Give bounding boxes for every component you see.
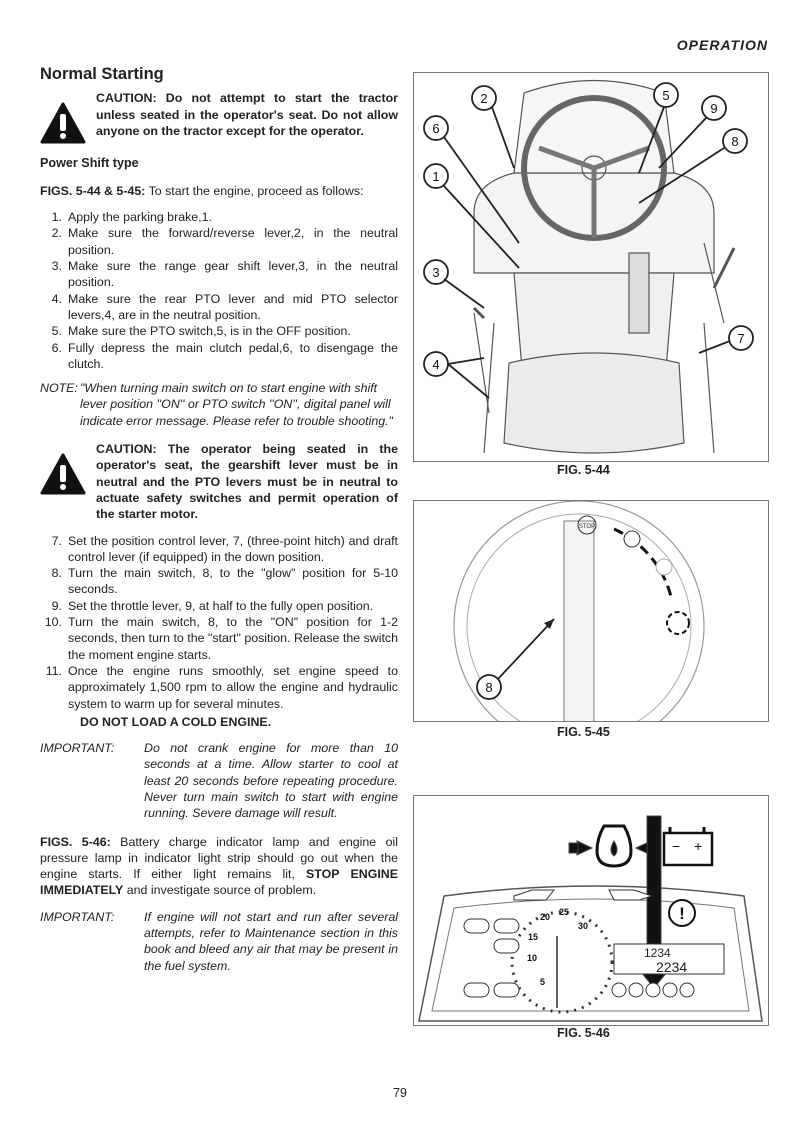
step-text: Turn the main switch, 8, to the "ON" pos… <box>68 615 398 662</box>
figure-ref: FIGS. 5-46: <box>40 834 111 849</box>
step-text: Set the position control lever, 7, (thre… <box>68 533 398 564</box>
warning-lamp-icon <box>668 899 696 927</box>
display-top-value: 1234 <box>644 946 671 960</box>
svg-text:−: − <box>672 838 680 854</box>
callout-6: 6 <box>432 121 439 136</box>
step-number: 4. <box>51 291 62 306</box>
step-text: Make sure the forward/reverse lever,2, i… <box>68 226 398 257</box>
arrow-icon <box>576 840 594 856</box>
callout-8: 8 <box>731 134 738 149</box>
step-text: Make sure the range gear shift lever,3, … <box>68 259 398 290</box>
list-item: 2. Make sure the forward/reverse lever,2,… <box>40 225 398 258</box>
caution-block-1: CAUTION: Do not attempt to start the tra… <box>40 90 398 148</box>
list-item: 7. Set the position control lever, 7, (th… <box>40 533 398 566</box>
list-item: 3. Make sure the range gear shift lever,3… <box>40 258 398 291</box>
stop-mark: STOP <box>579 524 595 530</box>
steps-list-a: 1. Apply the parking brake,1. 2. Make sure… <box>40 209 398 372</box>
step-text: Make sure the rear PTO lever and mid PTO… <box>68 291 398 322</box>
callout-4: 4 <box>432 357 439 372</box>
step-number: 7. <box>51 533 62 548</box>
step-number: 11. <box>45 663 62 678</box>
important-text: If engine will not start and run after s… <box>144 909 398 973</box>
start-icon <box>655 558 673 576</box>
warning-lamp-text: ! <box>679 904 685 923</box>
list-item: 11. Once the engine runs smoothly, set en… <box>40 663 398 712</box>
figure-5-46-instrument-panel: +− ! 5 10 15 20 25 30 1234 2234 <box>413 795 769 1026</box>
page-title: Normal Starting <box>40 65 164 83</box>
glow-icon <box>623 530 641 548</box>
step-number: 1. <box>51 210 62 225</box>
step-number: 8. <box>51 566 62 581</box>
list-item: 5. Make sure the PTO switch,5, is in the … <box>40 323 398 339</box>
gauge-tick-label: 20 <box>540 912 550 922</box>
important-block-1: IMPORTANT: Do not crank engine for more t… <box>40 740 398 821</box>
gauge-tick-label: 25 <box>559 907 569 917</box>
gauge-tick-label: 10 <box>527 953 537 963</box>
paragraph-text: and investigate source of problem. <box>123 883 317 898</box>
battery-icon <box>662 831 714 867</box>
list-item: 6. Fully depress the main clutch pedal,6,… <box>40 340 398 373</box>
important-text: Do not crank engine for more than 10 sec… <box>144 741 398 821</box>
subtitle: Power Shift type <box>40 155 139 170</box>
important-label: IMPORTANT: <box>40 909 115 924</box>
list-item: 4. Make sure the rear PTO lever and mid P… <box>40 291 398 324</box>
caution-text: CAUTION: The operator being seated in th… <box>96 442 398 522</box>
step-number: 6. <box>51 340 62 355</box>
step-text: Turn the main switch, 8, to the "glow" p… <box>68 566 398 597</box>
gauge-tick-label: 15 <box>528 932 538 942</box>
intro-text: To start the engine, proceed as follows: <box>145 183 364 198</box>
step-number: 3. <box>51 259 62 274</box>
digital-display <box>613 943 725 975</box>
section-header: OPERATION <box>676 37 768 53</box>
text-column: Normal Starting CAUTION: Do not attempt … <box>40 66 398 986</box>
cold-engine-warning: DO NOT LOAD A COLD ENGINE. <box>80 714 272 729</box>
callout-1: 1 <box>432 169 439 184</box>
step-text: Fully depress the main clutch pedal,6, t… <box>68 340 398 371</box>
list-item: 8. Turn the main switch, 8, to the "glow"… <box>40 565 398 598</box>
paragraph-text: Battery charge indicator lamp and engine… <box>40 834 398 882</box>
warning-icon <box>40 441 88 522</box>
note-label: NOTE: <box>40 381 78 396</box>
step-text: Set the throttle lever, 9, at half to th… <box>68 598 374 613</box>
step-text: Apply the parking brake,1. <box>68 210 212 225</box>
callout-8: 8 <box>485 680 492 695</box>
figure-label-5-45: FIG. 5-45 <box>557 725 610 739</box>
step-number: 10. <box>44 615 62 630</box>
note-text: "When turning main switch on to start en… <box>80 381 393 428</box>
gauge-tick-label: 5 <box>540 977 545 987</box>
callout-2: 2 <box>480 91 487 106</box>
display-bottom-value: 2234 <box>656 959 687 975</box>
step-number: 9. <box>51 598 62 613</box>
step-text: Once the engine runs smoothly, set engin… <box>68 663 398 711</box>
callout-5: 5 <box>662 88 669 103</box>
list-item: 9. Set the throttle lever, 9, at half to … <box>40 598 398 614</box>
fig46-paragraph: FIGS. 5-46: Battery charge indicator lam… <box>40 834 398 899</box>
figure-5-44-tractor-controls: 2 6 1 3 4 5 9 8 7 <box>413 72 769 462</box>
important-block-2: IMPORTANT: If engine will not start and r… <box>40 909 398 974</box>
stop-engine-text: STOP ENGINE IMMEDIATELY <box>40 867 398 898</box>
callout-9: 9 <box>710 101 717 116</box>
caution-text: CAUTION: Do not attempt to start the tra… <box>96 91 398 138</box>
step-number: 5. <box>51 324 62 339</box>
figure-5-45-main-switch: STOP 8 <box>413 500 769 752</box>
callout-7: 7 <box>737 331 744 346</box>
figure-ref: FIGS. 5-44 & 5-45: <box>40 183 146 198</box>
list-item: 10. Turn the main switch, 8, to the "ON" … <box>40 614 398 663</box>
warning-icon <box>40 90 88 148</box>
page-number: 79 <box>393 1086 407 1100</box>
steps-list-b: 7. Set the position control lever, 7, (th… <box>40 533 398 712</box>
step-text: Make sure the PTO switch,5, is in the OF… <box>68 324 351 339</box>
svg-text:+: + <box>694 838 702 854</box>
intro-paragraph: FIGS. 5-44 & 5-45: To start the engine, … <box>40 183 398 199</box>
list-item: 1. Apply the parking brake,1. <box>40 209 398 225</box>
caution-block-2: CAUTION: The operator being seated in th… <box>40 441 398 522</box>
important-label: IMPORTANT: <box>40 741 115 756</box>
note-block: NOTE:"When turning main switch on to sta… <box>40 380 398 429</box>
step-number: 2. <box>51 226 62 241</box>
gauge-tick-label: 30 <box>578 921 588 931</box>
callout-3: 3 <box>432 265 439 280</box>
figure-label-5-46: FIG. 5-46 <box>557 1026 610 1040</box>
figure-label-5-44: FIG. 5-44 <box>557 463 610 477</box>
